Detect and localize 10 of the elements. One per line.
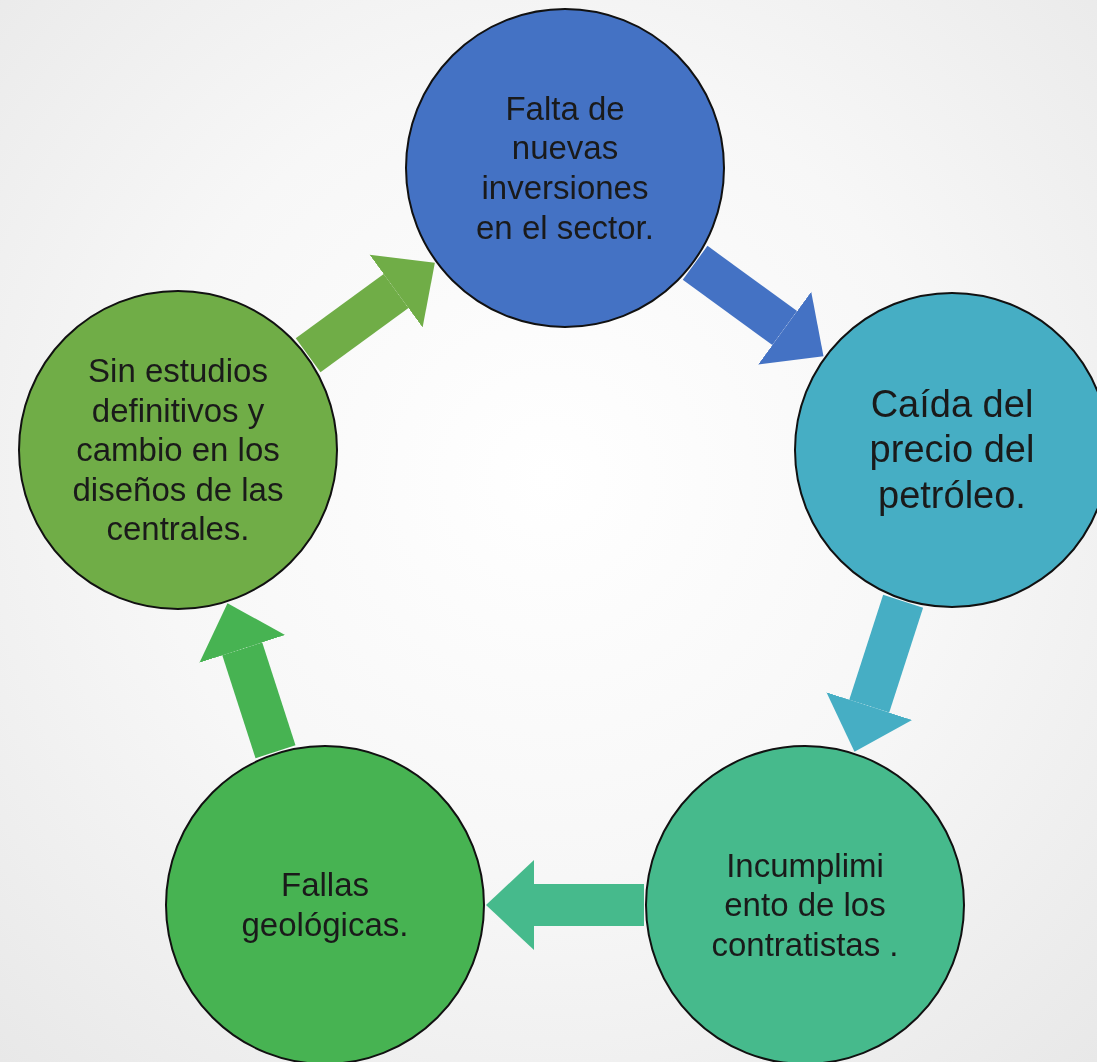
- cause-text: Incumplimi ento de los contratistas .: [710, 845, 900, 965]
- block-arrow: [295, 254, 435, 373]
- cause-text: Falta de nuevas inversiones en el sector.: [475, 88, 655, 248]
- block-arrow: [199, 603, 296, 759]
- cause-text: Caída del precio del petróleo.: [868, 381, 1036, 518]
- cause-text: Sin estudios definitivos y cambio en los diseños de las centrales.: [71, 351, 285, 549]
- block-arrow: [826, 594, 924, 752]
- block-arrow: [486, 860, 644, 950]
- block-arrow: [682, 245, 824, 365]
- cause-text: Fallas geológicas.: [240, 865, 410, 945]
